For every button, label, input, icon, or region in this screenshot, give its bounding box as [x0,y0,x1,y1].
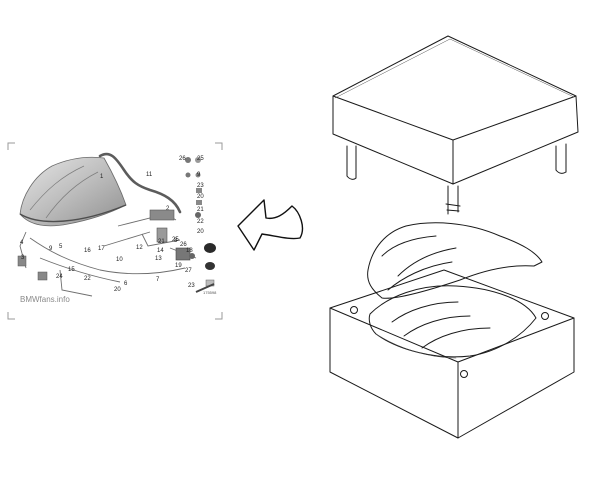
callout-9: 9 [49,246,53,252]
parts-catalog-illustration: 1 2 3 4 5 6 7 8 9 10 11 12 13 14 15 16 1… [7,142,223,320]
column-callout-20: 20 [197,194,204,200]
column-callout-23: 23 [197,183,204,189]
callout-26: 26 [180,242,187,248]
guide-pins [346,143,567,215]
callout-4: 4 [20,240,24,246]
lower-die-block [329,269,575,439]
callout-17: 17 [98,246,105,252]
small-parts-column [185,157,216,293]
callout-24: 24 [56,274,63,280]
left-arrow-icon [237,199,304,251]
callout-10: 10 [116,257,123,263]
callout-27: 27 [185,268,192,274]
part-column-labels: 26 25 9 23 20 21 22 20 [179,156,204,235]
column-callout-21: 21 [197,207,204,213]
callout-23: 23 [188,283,195,289]
watermark-text: BMWfans.info [20,295,70,304]
hood-latch-assembly [17,209,195,281]
column-callout-22: 22 [197,219,204,225]
callout-15: 15 [68,267,75,273]
callout-20: 20 [114,287,121,293]
callout-1: 1 [100,174,104,180]
hood-panel [19,156,127,227]
callout-7: 7 [156,277,160,283]
callout-21: 21 [158,239,165,245]
callout-25: 25 [172,237,179,243]
callout-12: 12 [136,245,143,251]
drawing-code: 175598 [203,290,217,295]
callout-14: 14 [157,248,164,254]
callout-11: 11 [146,172,153,178]
callout-13: 13 [155,256,162,262]
cable-runs [19,213,197,297]
column-callout-25: 25 [197,156,204,162]
callout-6: 6 [124,281,128,287]
column-callout-26: 26 [179,156,186,162]
callout-2: 2 [166,206,170,212]
column-callout-20b: 20 [197,229,204,235]
callout-16: 16 [84,248,91,254]
callout-labels: 1 2 3 4 5 6 7 8 9 10 11 12 13 14 15 16 1… [20,172,195,293]
upper-die-block [332,35,579,185]
callout-5: 5 [59,244,63,250]
formed-hood-part [367,222,543,299]
callout-22: 22 [84,276,91,282]
column-callout-9: 9 [197,172,201,178]
press-tool-sketch [329,35,579,439]
callout-8: 8 [174,238,178,244]
callout-19: 19 [175,263,182,269]
seal-strip [98,152,182,214]
callout-18: 18 [186,248,193,254]
callout-3: 3 [21,255,25,261]
frame-corner-marks [7,142,223,320]
